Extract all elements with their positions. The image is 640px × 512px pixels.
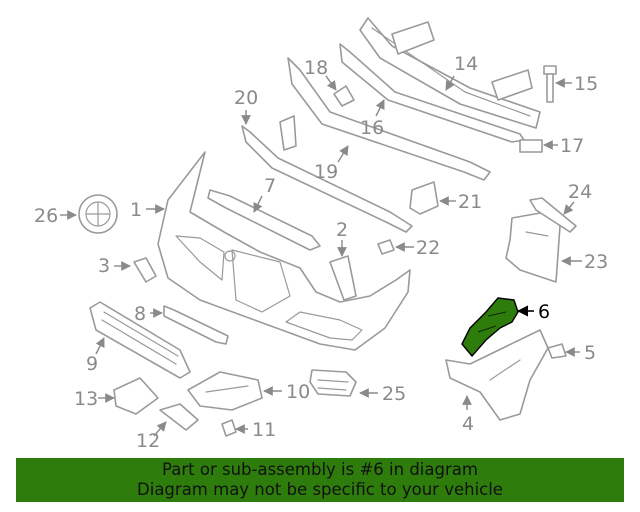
callout-22: 22 xyxy=(395,237,440,259)
part-22-nut xyxy=(377,239,395,255)
part-20-guide-strip xyxy=(241,115,413,233)
callout-label-24: 24 xyxy=(568,181,592,203)
callout-19: 19 xyxy=(314,145,349,183)
callout-25: 25 xyxy=(359,383,406,405)
callout-20: 20 xyxy=(234,87,258,125)
part-13-fog-trim xyxy=(113,377,159,415)
part-19-upper-trim xyxy=(287,57,491,181)
part-2-bracket xyxy=(329,255,357,301)
part-25-side-grille xyxy=(309,369,357,397)
callout-label-8: 8 xyxy=(134,303,146,325)
callout-7: 7 xyxy=(253,175,276,213)
part-10-air-duct xyxy=(187,371,263,411)
callout-26: 26 xyxy=(34,205,77,227)
callout-label-18: 18 xyxy=(304,57,328,79)
part-24-strip xyxy=(529,197,577,233)
part-7-reinforcement xyxy=(207,189,321,251)
callout-6: 6 xyxy=(516,301,550,323)
callout-label-26: 26 xyxy=(34,205,58,227)
callout-5: 5 xyxy=(565,342,596,364)
parts-diagram: 1 2 3 4 5 6 7 8 9 10 11 12 xyxy=(34,17,608,452)
callout-label-16: 16 xyxy=(360,117,384,139)
callout-11: 11 xyxy=(235,419,276,441)
part-26-emblem xyxy=(78,194,118,234)
callout-label-11: 11 xyxy=(252,419,276,441)
callout-label-17: 17 xyxy=(560,135,584,157)
part-1-bumper-cover xyxy=(157,151,411,351)
callout-8: 8 xyxy=(134,303,163,325)
callout-16: 16 xyxy=(360,99,385,139)
callout-2: 2 xyxy=(336,219,348,257)
callout-label-4: 4 xyxy=(462,413,474,435)
part-17-clip xyxy=(519,139,543,153)
callout-label-23: 23 xyxy=(584,251,608,273)
callout-12: 12 xyxy=(136,421,167,452)
part-11-clip xyxy=(221,419,237,437)
callout-label-19: 19 xyxy=(314,161,338,183)
callout-label-7: 7 xyxy=(264,175,276,197)
callout-3: 3 xyxy=(98,255,131,277)
callout-1: 1 xyxy=(130,199,165,221)
part-12-bracket xyxy=(159,403,199,431)
callout-label-20: 20 xyxy=(234,87,258,109)
callout-label-15: 15 xyxy=(574,73,598,95)
callout-label-2: 2 xyxy=(336,219,348,241)
callout-label-21: 21 xyxy=(458,191,482,213)
part-9-lower-grille xyxy=(89,301,191,379)
part-5-clip xyxy=(547,343,567,359)
callout-label-5: 5 xyxy=(584,342,596,364)
callout-label-25: 25 xyxy=(382,383,406,405)
callout-15: 15 xyxy=(555,73,598,95)
callout-24: 24 xyxy=(563,181,592,215)
callout-label-10: 10 xyxy=(286,381,310,403)
part-15-bolt xyxy=(543,65,557,103)
part-21-bracket xyxy=(409,181,439,215)
callout-label-14: 14 xyxy=(454,53,478,75)
part-14-bumper-carrier xyxy=(359,17,541,129)
part-23-deflector xyxy=(505,211,561,283)
part-3-bracket xyxy=(133,257,157,283)
callout-18: 18 xyxy=(304,57,337,91)
callout-21: 21 xyxy=(439,191,482,213)
callout-10: 10 xyxy=(263,381,310,403)
callout-label-9: 9 xyxy=(86,353,98,375)
callout-4: 4 xyxy=(462,395,474,435)
callout-label-22: 22 xyxy=(416,237,440,259)
notice-line-1: Part or sub-assembly is #6 in diagram xyxy=(162,460,478,479)
callout-label-13: 13 xyxy=(74,388,98,410)
callout-label-1: 1 xyxy=(130,199,142,221)
part-4-lower-bracket xyxy=(445,329,549,421)
part-18-clip xyxy=(333,85,355,107)
part-8-lower-strip xyxy=(163,305,229,345)
notice-banner: Part or sub-assembly is #6 in diagram Di… xyxy=(16,458,624,502)
callout-9: 9 xyxy=(86,337,105,375)
callout-17: 17 xyxy=(543,135,584,157)
callout-23: 23 xyxy=(561,251,608,273)
callout-14: 14 xyxy=(445,53,478,91)
part-6-highlighted-bracket xyxy=(461,297,519,357)
notice-line-2: Diagram may not be specific to your vehi… xyxy=(137,480,503,499)
callout-label-6: 6 xyxy=(538,301,550,323)
callout-13: 13 xyxy=(74,388,115,410)
callout-label-3: 3 xyxy=(98,255,110,277)
